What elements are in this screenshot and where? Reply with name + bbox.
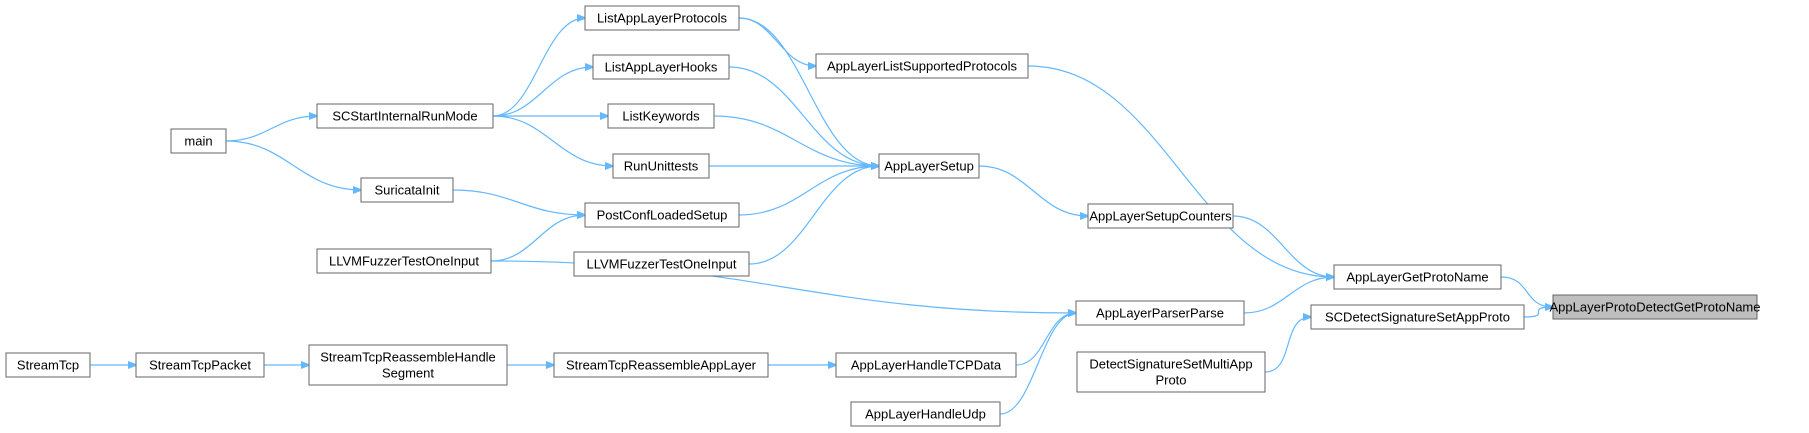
node-n16[interactable]: PostConfLoadedSetup (584, 202, 740, 228)
edge-n11-to-n5 (999, 313, 1076, 415)
node-n8[interactable]: AppLayerSetup (878, 153, 980, 179)
node-n11[interactable]: AppLayerHandleUdp (850, 401, 1001, 427)
nodes-layer: AppLayerProtoDetectGetProtoName AppLayerG… (5, 5, 1761, 427)
node-label: AppLayerListSupportedProtocols (827, 59, 1018, 74)
node-box (1310, 304, 1525, 330)
edges-layer (90, 17, 1553, 415)
node-label: AppLayerHandleTCPData (851, 358, 1002, 373)
node-n17[interactable]: LLVMFuzzerTestOneInput (573, 251, 750, 277)
node-n3[interactable]: AppLayerListSupportedProtocols (815, 53, 1029, 79)
node-box (1552, 294, 1758, 320)
edge-n2-to-n0 (1523, 307, 1553, 318)
node-n19[interactable]: main (170, 128, 227, 154)
node-label: StreamTcpPacket (149, 358, 251, 373)
node-label: AppLayerParserParse (1096, 306, 1224, 321)
edge-n19-to-n20 (225, 140, 361, 190)
node-label: StreamTcp (17, 358, 79, 373)
edge-n8-to-n4 (978, 165, 1088, 216)
node-n12[interactable]: SCStartInternalRunMode (316, 103, 494, 129)
node-label: ListAppLayerHooks (605, 60, 718, 75)
node-n9[interactable]: LLVMFuzzerTestOneInput (316, 248, 492, 274)
node-label: SCStartInternalRunMode (332, 109, 477, 124)
node-box (1076, 351, 1266, 393)
edge-n12-to-n13 (492, 67, 593, 117)
edge-n20-to-n16 (452, 189, 585, 215)
node-n7[interactable]: ListAppLayerProtocols (584, 5, 740, 31)
node-label: RunUnittests (624, 159, 699, 174)
node-box (308, 344, 508, 386)
node-box (573, 251, 750, 277)
node-box (592, 54, 730, 80)
node-box (360, 177, 454, 203)
node-n1[interactable]: AppLayerGetProtoName (1333, 264, 1502, 290)
node-box (1075, 300, 1245, 326)
node-box (584, 5, 740, 31)
node-label: ListKeywords (622, 109, 700, 124)
node-label: AppLayerGetProtoName (1346, 270, 1488, 285)
node-box (850, 401, 1001, 427)
edge-n12-to-n15 (492, 115, 613, 166)
node-n18[interactable]: StreamTcpReassembleAppLayer (553, 352, 769, 378)
edge-n1-to-n0 (1500, 276, 1553, 307)
node-box (5, 352, 91, 378)
edge-n4-to-n1 (1232, 215, 1334, 277)
edge-n14-to-n8 (713, 115, 879, 166)
node-label: AppLayerSetupCounters (1089, 209, 1232, 224)
node-box (815, 53, 1029, 79)
edge-n16-to-n8 (738, 166, 879, 216)
node-box (584, 202, 740, 228)
node-box (612, 153, 710, 179)
node-label: Segment (382, 366, 434, 381)
node-box (1333, 264, 1502, 290)
node-box (316, 248, 492, 274)
edge-n7-to-n3 (738, 17, 816, 66)
node-n2[interactable]: SCDetectSignatureSetAppProto (1310, 304, 1525, 330)
edge-n7-to-n8 (738, 17, 879, 166)
node-label: SCDetectSignatureSetAppProto (1325, 310, 1510, 325)
node-label: PostConfLoadedSetup (597, 208, 728, 223)
node-label: SuricataInit (374, 183, 439, 198)
edge-n12-to-n7 (492, 18, 585, 117)
node-n20[interactable]: SuricataInit (360, 177, 454, 203)
node-n23[interactable]: StreamTcp (5, 352, 91, 378)
node-label: main (184, 134, 212, 149)
node-label: AppLayerHandleUdp (865, 407, 986, 422)
node-label: ListAppLayerProtocols (597, 11, 728, 26)
node-label: StreamTcpReassembleHandle (320, 350, 496, 365)
node-label: DetectSignatureSetMultiApp (1089, 357, 1252, 372)
edge-n3-to-n1 (1027, 65, 1334, 277)
node-box (316, 103, 494, 129)
node-n13[interactable]: ListAppLayerHooks (592, 54, 730, 80)
node-label: Proto (1155, 373, 1186, 388)
node-box (607, 103, 715, 129)
edge-n17-to-n8 (748, 166, 879, 265)
node-n4[interactable]: AppLayerSetupCounters (1087, 203, 1234, 229)
node-box (135, 352, 265, 378)
node-label: AppLayerProtoDetectGetProtoName (1550, 300, 1761, 315)
node-box (835, 352, 1017, 378)
node-box (878, 153, 980, 179)
node-box (1087, 203, 1234, 229)
node-label: StreamTcpReassembleAppLayer (566, 358, 757, 373)
edge-n5-to-n1 (1243, 277, 1334, 314)
node-n15[interactable]: RunUnittests (612, 153, 710, 179)
node-label: LLVMFuzzerTestOneInput (586, 257, 736, 272)
node-n0[interactable]: AppLayerProtoDetectGetProtoName (1550, 294, 1761, 320)
edge-n10-to-n5 (1015, 313, 1076, 366)
node-n14[interactable]: ListKeywords (607, 103, 715, 129)
edge-n6-to-n2 (1264, 317, 1311, 373)
edge-n13-to-n8 (728, 66, 879, 166)
node-n5[interactable]: AppLayerParserParse (1075, 300, 1245, 326)
node-box (553, 352, 769, 378)
node-n22[interactable]: StreamTcpPacket (135, 352, 265, 378)
node-label: AppLayerSetup (884, 159, 974, 174)
node-n10[interactable]: AppLayerHandleTCPData (835, 352, 1017, 378)
node-box (170, 128, 227, 154)
edge-n19-to-n12 (225, 116, 317, 142)
edge-n9-to-n16 (490, 215, 585, 262)
node-label: LLVMFuzzerTestOneInput (329, 254, 479, 269)
